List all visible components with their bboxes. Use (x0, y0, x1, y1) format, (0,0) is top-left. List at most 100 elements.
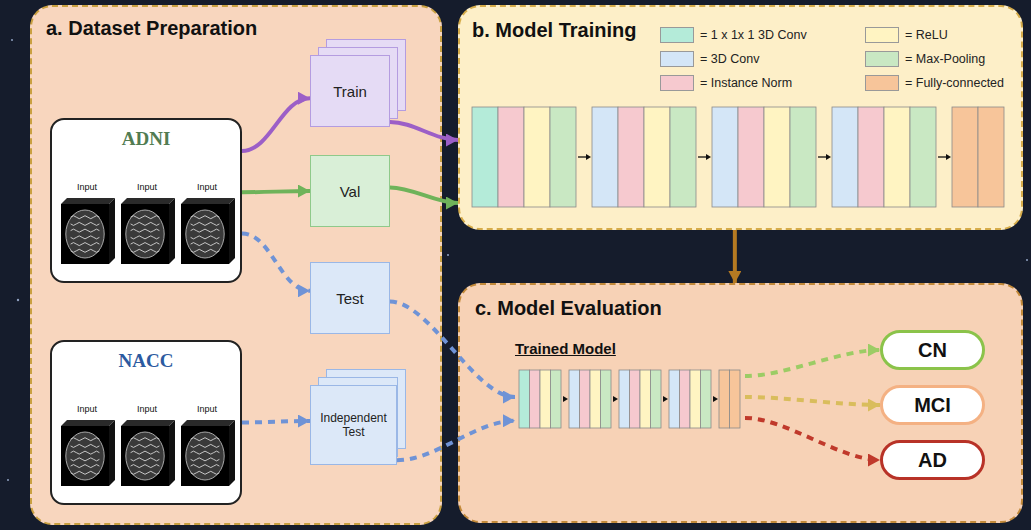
label-text: Input (197, 404, 217, 414)
brain-fold (191, 249, 220, 252)
brain-fold (131, 222, 160, 225)
star (1026, 259, 1028, 261)
brain-fold (71, 222, 100, 225)
layer-strip (498, 107, 524, 207)
layer-strip (592, 107, 618, 207)
layer-strip (618, 107, 644, 207)
layer-strip (590, 370, 601, 428)
input-label: Input (59, 182, 115, 192)
layer-strip (569, 370, 580, 428)
dataset-logo: ADNI (52, 128, 240, 150)
image-face (61, 420, 115, 426)
layer-strip (690, 370, 701, 428)
layer-strip (670, 107, 696, 207)
layer-strip (550, 107, 576, 207)
label-text: b. Model Training (472, 19, 636, 41)
layer-arrow-head (563, 396, 568, 402)
layer-strip (952, 107, 978, 207)
layer-arrow-head (613, 396, 618, 402)
label-text: NACC (119, 350, 174, 371)
legend-swatch (660, 27, 694, 43)
legend-entry: = Max-Pooling (865, 51, 985, 67)
layer-strip (701, 370, 712, 428)
image-face (181, 420, 235, 426)
image-face (229, 420, 235, 486)
label-text: a. Dataset Preparation (46, 17, 257, 39)
layer-strip (580, 370, 591, 428)
label-text: Input (137, 182, 157, 192)
star (7, 479, 9, 481)
brain-fold (71, 249, 100, 252)
layer-strip (719, 370, 730, 428)
layer-arrow-head (946, 154, 951, 160)
brain-fold (191, 465, 220, 468)
connector-arrow (242, 191, 310, 192)
image-face (169, 198, 175, 264)
legend-entry: = 3D Conv (660, 51, 759, 67)
label-text: CN (918, 339, 947, 362)
layer-arrow-head (826, 154, 831, 160)
layer-strip (472, 107, 498, 207)
image-face (181, 198, 235, 204)
brain-fold (131, 243, 160, 246)
panel-title: c. Model Evaluation (475, 297, 775, 320)
input-label: Input (179, 182, 235, 192)
split-box: Val (310, 155, 390, 227)
layer-arrow-head (663, 396, 668, 402)
brain-fold (71, 236, 100, 239)
brain-fold (71, 458, 100, 461)
legend-entry: = ReLU (865, 27, 948, 43)
layer-strip (730, 370, 741, 428)
input-label: Input (119, 182, 175, 192)
layer-strip (530, 370, 541, 428)
brain-fold (131, 458, 160, 461)
star (17, 299, 19, 301)
legend-entry: = Instance Norm (660, 75, 792, 91)
connector-arrow (397, 421, 515, 460)
image-face (169, 420, 175, 486)
brain-fold (71, 216, 100, 219)
model-heading: Trained Model (515, 340, 745, 357)
layer-strip (910, 107, 936, 207)
layer-arrow (698, 156, 707, 157)
brain-fold (191, 444, 220, 447)
brain-fold (71, 471, 100, 474)
image-face (121, 426, 169, 486)
brain-fold (191, 216, 220, 219)
legend-swatch (865, 75, 899, 91)
brain-fold (131, 236, 160, 239)
image-face (121, 420, 175, 426)
layer-arrow-head (586, 154, 591, 160)
class-pill: MCI (880, 385, 985, 425)
brain-fold (191, 243, 220, 246)
brain-fold (71, 229, 100, 232)
image-face (109, 198, 115, 264)
brain-fold (131, 465, 160, 468)
class-pill: CN (880, 330, 985, 370)
split-box: Test (310, 262, 390, 334)
dataset-box: NACCInputInputInput (50, 340, 242, 505)
layer-strip (524, 107, 550, 207)
label-text: Test (336, 290, 364, 307)
connector-arrow (745, 397, 880, 405)
legend-text: = Max-Pooling (905, 52, 985, 66)
split-stack: Train (310, 55, 390, 127)
image-face (109, 420, 115, 486)
connector-arrow (390, 122, 458, 140)
layer-strip (619, 370, 630, 428)
brain-outline (66, 432, 104, 480)
panel-title: b. Model Training (472, 19, 672, 42)
label-text: Input (137, 404, 157, 414)
connector-arrow (390, 187, 458, 203)
dataset-logo: NACC (52, 350, 240, 372)
brain-fold (71, 243, 100, 246)
layer-strip (978, 107, 1004, 207)
image-face (229, 198, 235, 264)
class-pill: AD (880, 440, 985, 480)
label-text: Input (77, 182, 97, 192)
image-face (121, 204, 169, 264)
connector-arrow (733, 230, 737, 283)
brain-fold (131, 438, 160, 441)
image-face (61, 426, 109, 486)
